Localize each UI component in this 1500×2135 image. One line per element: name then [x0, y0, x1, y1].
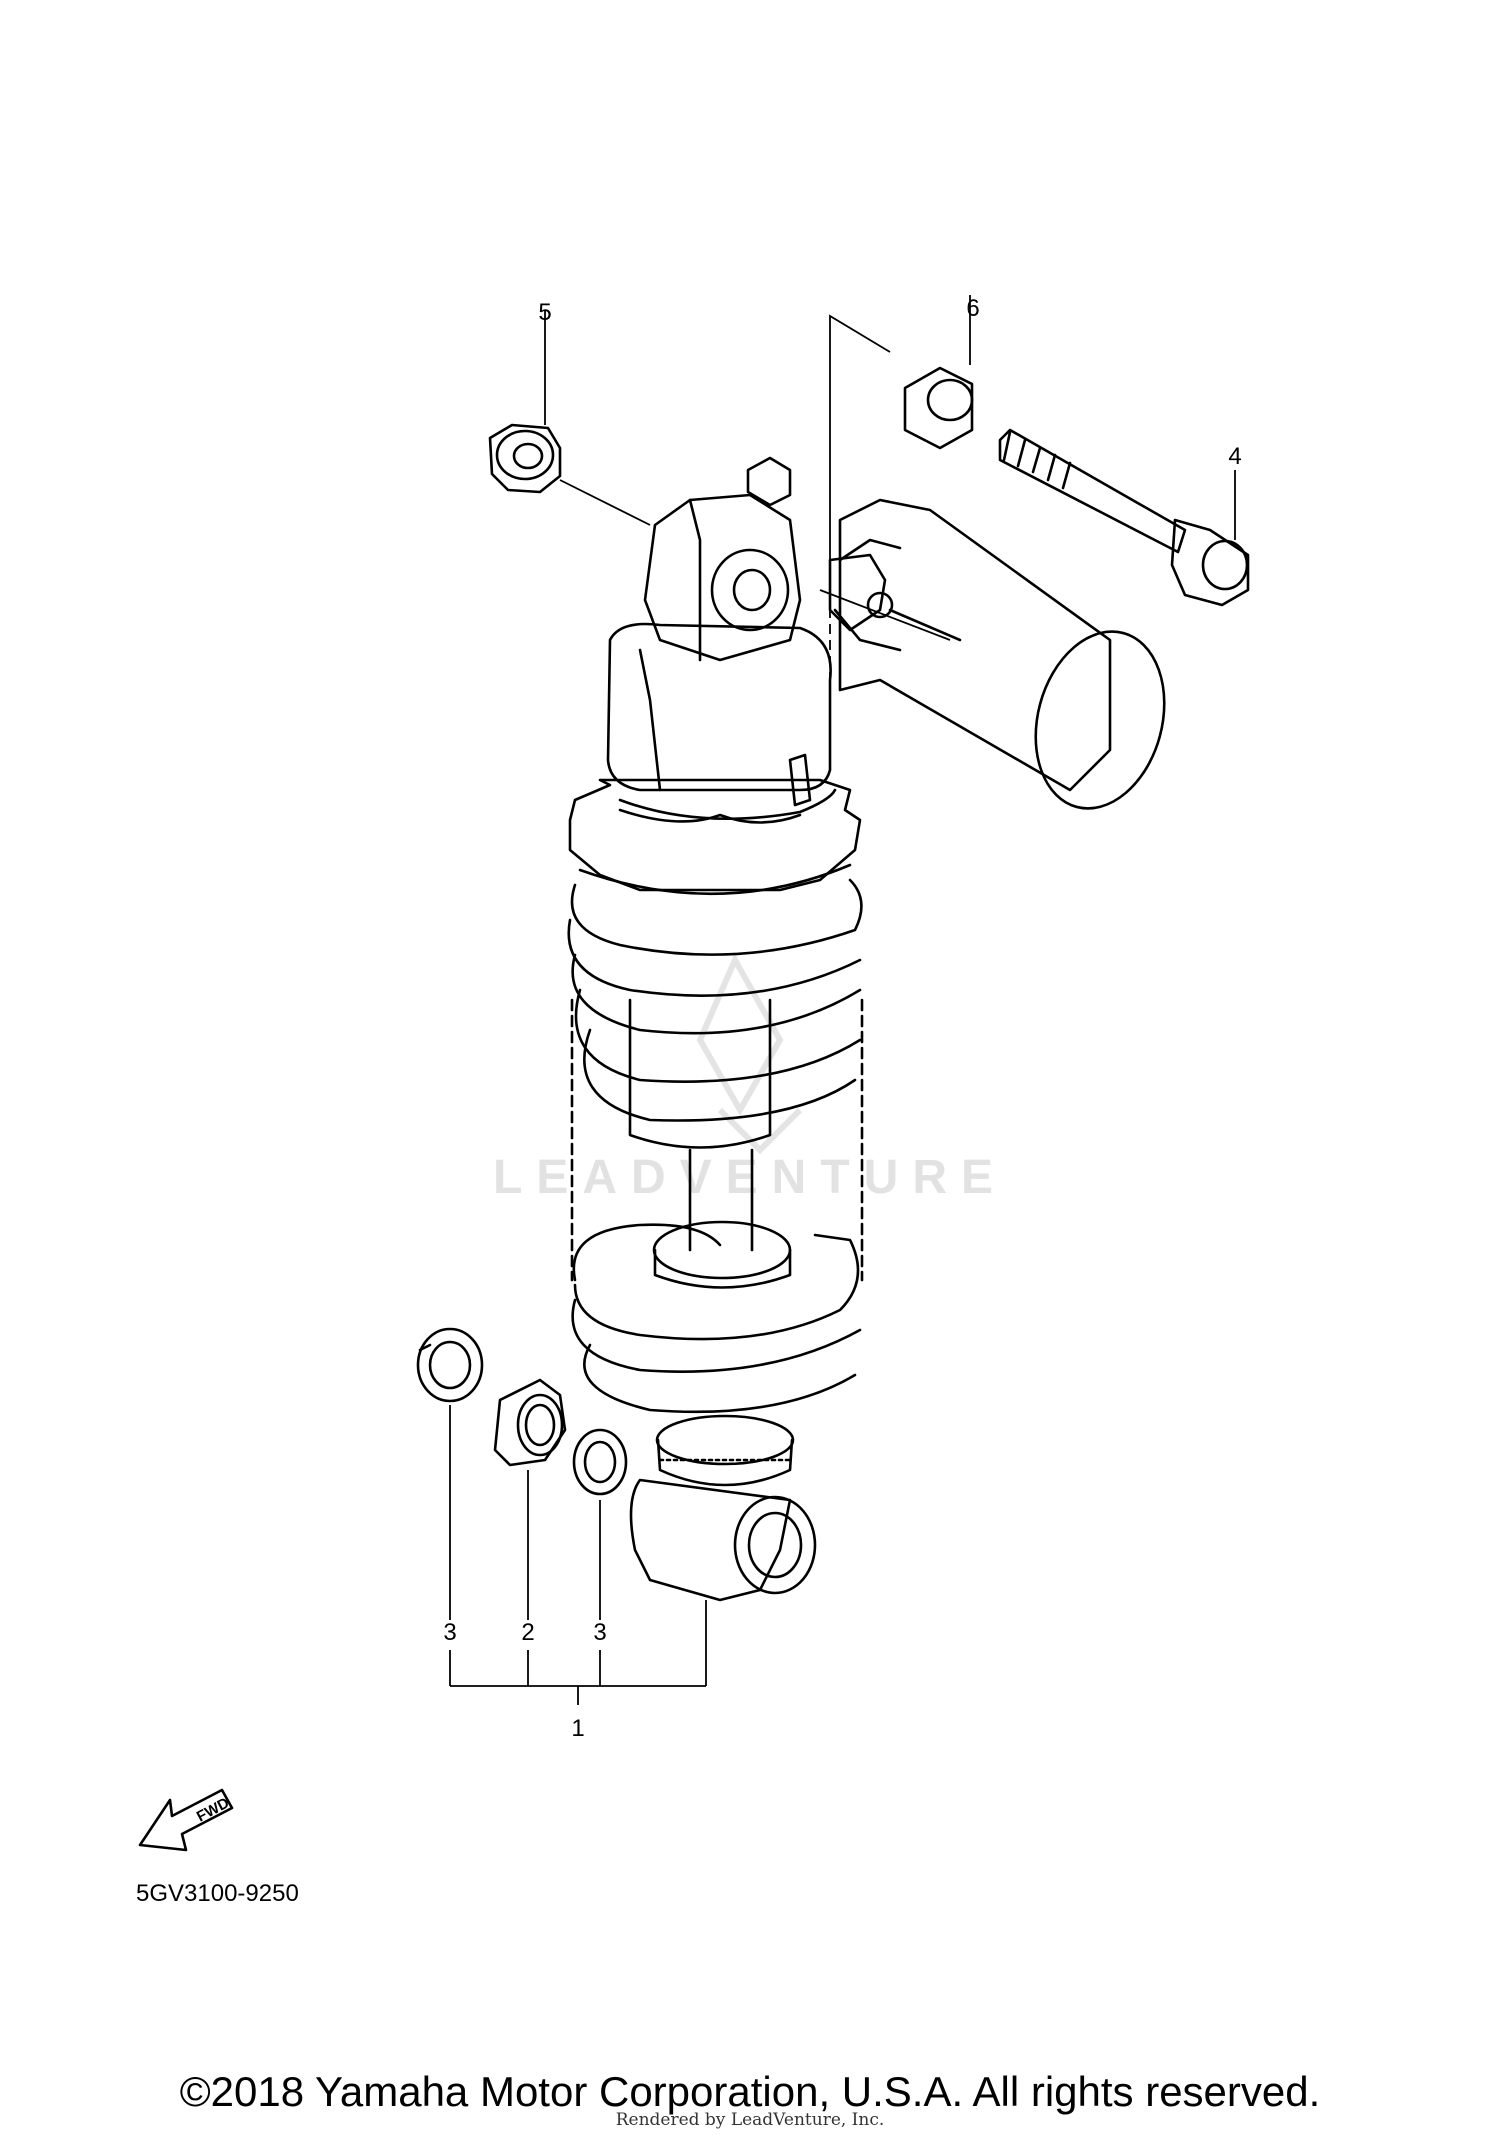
callout-1: 1: [571, 1715, 584, 1742]
callout-4: 4: [1228, 443, 1241, 470]
watermark: LEADVENTURE: [492, 1151, 1008, 1204]
reservoir-canister: [833, 498, 1166, 810]
copyright-notice: ©2018 Yamaha Motor Corporation, U.S.A. A…: [179, 2068, 1321, 2115]
part-code: 5GV3100-9250: [136, 1880, 299, 1907]
shock-top-mount: [643, 456, 962, 662]
main-spring: [567, 878, 864, 1282]
shock-lower-mount: [629, 1414, 817, 1602]
callout-6: 6: [966, 295, 979, 322]
leader-lines-bottom: [449, 1405, 707, 1705]
damper-body: [628, 998, 772, 1252]
preload-collar: [568, 753, 862, 896]
watermark-emblem: [696, 953, 803, 1155]
part-3-seal-left: [416, 1327, 484, 1403]
part-5-nut: [488, 423, 562, 494]
callout-3-left: 3: [443, 1619, 456, 1646]
callout-2: 2: [521, 1619, 534, 1646]
part-2-bearing: [493, 1378, 567, 1467]
callout-5: 5: [538, 299, 551, 326]
part-3-seal-right: [572, 1428, 628, 1496]
part-6-bushing: [903, 366, 974, 450]
fwd-arrow-icon: FWD: [138, 1788, 234, 1852]
callout-3-right: 3: [593, 1619, 606, 1646]
rendered-by: Rendered by LeadVenture, Inc.: [615, 2110, 885, 2130]
part-4-bolt: [998, 428, 1250, 607]
lower-spring: [571, 1220, 862, 1414]
shock-upper-body: [606, 622, 837, 824]
fwd-label: FWD: [194, 1794, 232, 1825]
leader-lines-top: [544, 295, 1236, 680]
